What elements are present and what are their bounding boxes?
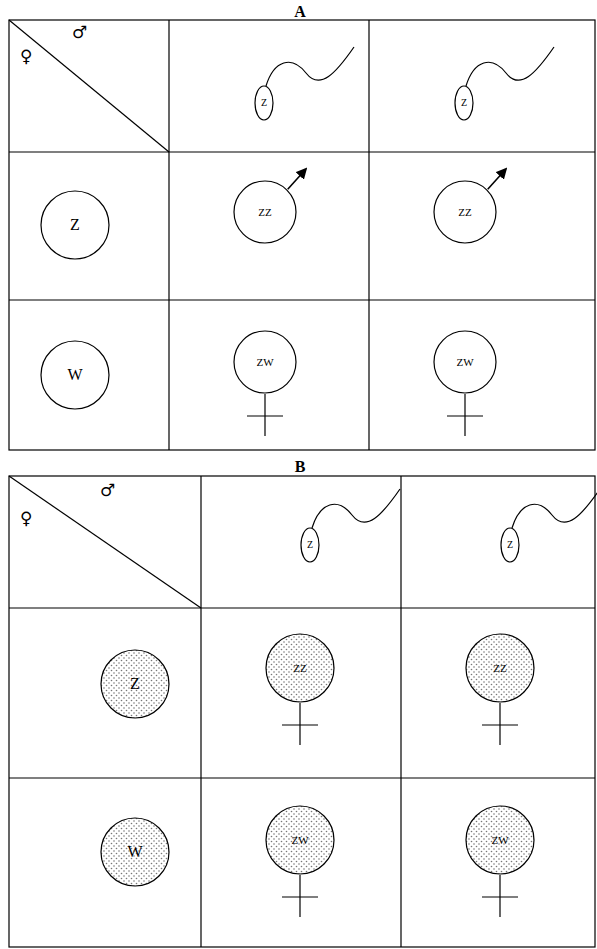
female-stem: [464, 394, 465, 436]
female-bar: [482, 724, 518, 725]
sperm-tail: [466, 47, 554, 86]
female-stem: [499, 703, 500, 745]
sperm-cell: Z: [254, 85, 274, 121]
sex-symbol: ♂: [100, 482, 115, 499]
zygote-cell: ZZ: [465, 633, 535, 703]
genotype-text: W: [67, 367, 82, 383]
female-bar: [482, 896, 518, 897]
female-bar: [282, 724, 318, 725]
zygote-cell: ZW: [465, 805, 535, 875]
genotype-text: ZW: [456, 357, 473, 368]
egg-cell: W: [100, 817, 170, 887]
sperm-cell: Z: [300, 527, 320, 563]
zygote-cell: ZZ: [233, 180, 297, 244]
egg-cell: Z: [40, 190, 110, 260]
zygote-cell: ZW: [233, 330, 297, 394]
panel-letter: B: [295, 459, 306, 475]
zygote-cell: ZW: [265, 805, 335, 875]
genotype-text: Z: [507, 540, 513, 550]
sperm-tail: [312, 489, 400, 528]
genotype-text: W: [127, 844, 142, 860]
genotype-text: Z: [261, 98, 267, 108]
egg-cell: Z: [100, 649, 170, 719]
genotype-text: Z: [461, 98, 467, 108]
female-bar: [447, 415, 483, 416]
genotype-text: ZZ: [293, 663, 306, 674]
zygote-cell: ZZ: [265, 633, 335, 703]
sex-symbol: ♀: [20, 48, 32, 65]
genotype-text: ZZ: [458, 207, 471, 218]
female-stem: [299, 703, 300, 745]
sperm-cell: Z: [454, 85, 474, 121]
genotype-text: Z: [70, 217, 80, 233]
female-bar: [247, 415, 283, 416]
female-stem: [499, 875, 500, 917]
male-arrow: [288, 169, 306, 189]
egg-cell: W: [40, 340, 110, 410]
genotype-text: Z: [130, 676, 140, 692]
genotype-text: ZW: [491, 835, 508, 846]
zygote-cell: ZW: [433, 330, 497, 394]
genotype-text: ZW: [291, 835, 308, 846]
genotype-text: Z: [307, 540, 313, 550]
sex-symbol: ♂: [72, 24, 87, 41]
female-stem: [264, 394, 265, 436]
sperm-tail: [512, 489, 597, 528]
female-bar: [282, 896, 318, 897]
sperm-tail: [266, 47, 354, 86]
sex-symbol: ♀: [20, 510, 32, 527]
zygote-cell: ZZ: [433, 180, 497, 244]
genotype-text: ZZ: [258, 207, 271, 218]
female-stem: [299, 875, 300, 917]
genotype-text: ZW: [256, 357, 273, 368]
panel-letter: A: [294, 4, 306, 20]
male-arrow: [488, 169, 506, 189]
sperm-cell: Z: [500, 527, 520, 563]
genotype-text: ZZ: [493, 663, 506, 674]
